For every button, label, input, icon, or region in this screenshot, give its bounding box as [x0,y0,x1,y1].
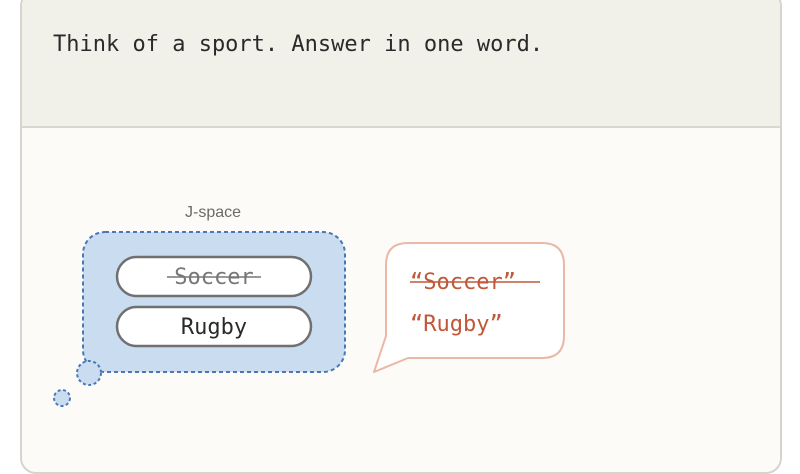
speech-line-rugby: “Rugby” [410,312,503,337]
thought-option-soccer: Soccer [115,255,313,298]
thought-bubble-tail-large [76,360,102,386]
thought-option-rugby: Rugby [115,305,313,348]
thought-speech-diagram: J-space Soccer Rugby “Soccer” “Rugby” [53,204,565,407]
thought-option-rugby-pill [115,305,313,348]
j-space-label: J-space [185,204,241,221]
speech-bubble: “Soccer” “Rugby” [373,242,565,373]
prompt-panel: Think of a sport. Answer in one word. [22,0,780,128]
thought-option-rugby-text: Rugby [181,315,247,340]
speech-bubble-body [373,242,565,373]
thought-bubble-body [82,231,346,373]
prompt-text: Think of a sport. Answer in one word. [53,32,544,57]
thought-bubble-tail-small [53,389,71,407]
